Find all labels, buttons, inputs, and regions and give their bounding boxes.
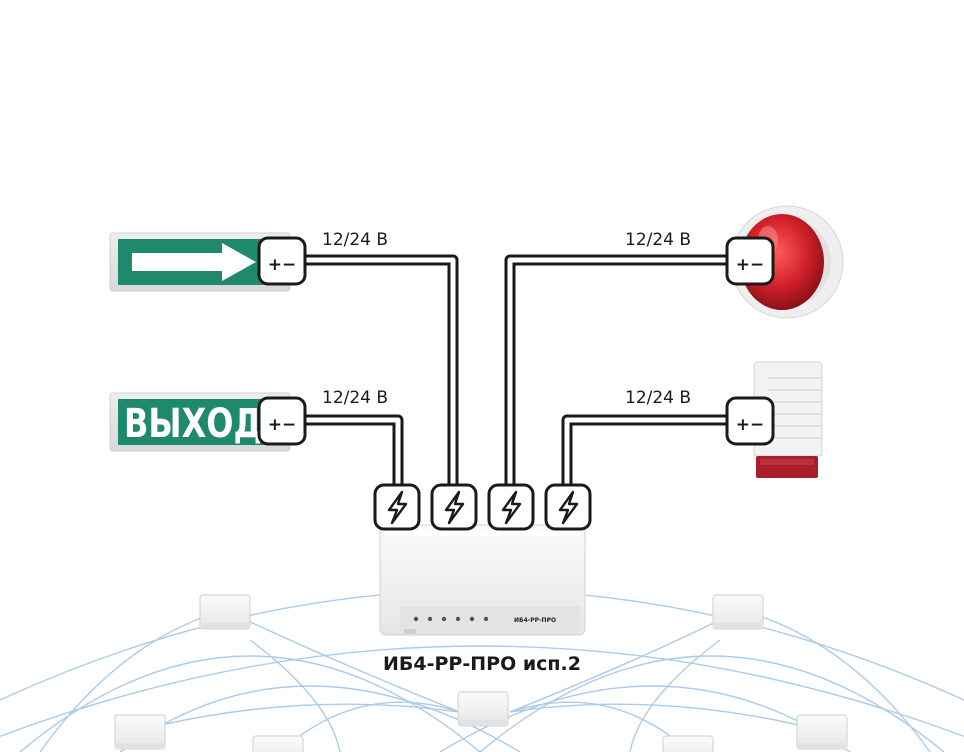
arrow-icon (132, 243, 256, 281)
terminal-block-exit-arrow: +− (257, 236, 307, 286)
mesh-device-bottom-right-2 (662, 735, 714, 752)
voltage-label-exit-arrow: 12/24 В (322, 230, 388, 250)
wire-siren-box (561, 414, 727, 485)
terminal-block-icon: +− (736, 255, 765, 275)
terminal-block-exit-text: +− (257, 396, 307, 446)
terminal-block-icon: +− (736, 415, 765, 435)
mesh-device-bottom-right (796, 714, 848, 750)
exit-sign-text: ВЫХОД (124, 401, 262, 447)
mesh-device-center (457, 691, 509, 727)
terminal-block-icon: +− (268, 415, 297, 435)
lightning-icon (430, 483, 478, 531)
terminal-block-icon: +− (268, 255, 297, 275)
voltage-label-siren-box: 12/24 В (625, 388, 691, 408)
mesh-device-right (712, 594, 764, 630)
mesh-device-left (199, 594, 251, 630)
mesh-device-bottom-left (114, 714, 166, 750)
device-caption: ИБ4-РР-ПРО исп.2 (383, 653, 581, 675)
wire-exit-arrow (305, 254, 459, 485)
lightning-icon (544, 483, 592, 531)
wire-exit-text (305, 414, 404, 485)
mesh-device-bottom-left-2 (252, 735, 304, 752)
lightning-icon (373, 483, 421, 531)
main-device-ib4: ИБ4-РР-ПРО (379, 524, 586, 636)
lightning-icon (487, 483, 535, 531)
voltage-label-exit-text: 12/24 В (322, 388, 388, 408)
wire-siren-red (504, 254, 727, 485)
exit-arrow-sign (109, 232, 291, 292)
wires (305, 254, 727, 485)
terminal-block-siren-red: +− (725, 236, 775, 286)
device-panel-label: ИБ4-РР-ПРО (514, 617, 556, 624)
terminal-block-siren-box: +− (725, 396, 775, 446)
voltage-label-siren-red: 12/24 В (625, 230, 691, 250)
exit-text-sign: ВЫХОД (109, 392, 291, 452)
